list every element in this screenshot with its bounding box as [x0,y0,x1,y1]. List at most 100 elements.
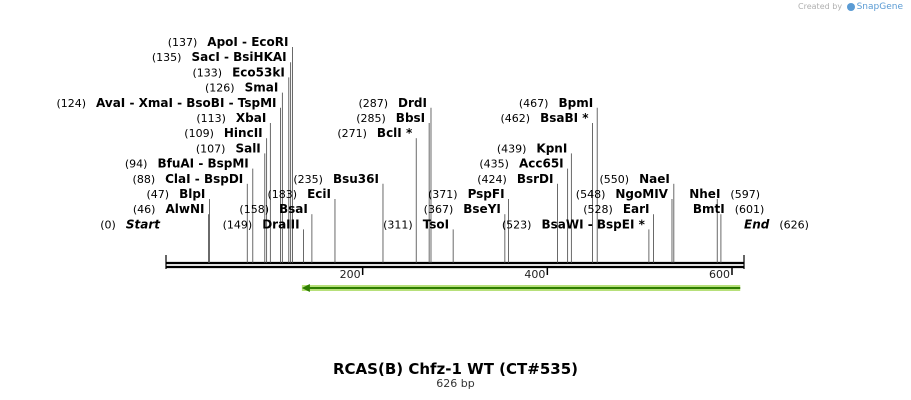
enzyme-name: XbaI [236,111,266,125]
enzyme-name: TsoI [423,217,449,231]
enzyme-name: BsaWI - BspEI * [541,217,645,231]
enzyme-position: (311) [383,218,413,231]
enzyme-label: (46) AlwNI [133,202,205,216]
credit-brand: SnapGene [856,2,903,12]
enzyme-label: (109) HincII [184,126,262,140]
enzyme-position: (149) [223,218,253,231]
enzyme-label: BmtI (601) [693,202,764,216]
enzyme-label: (133) Eco53kI [193,65,285,79]
enzyme-name: Acc65I [519,157,564,171]
enzyme-label: (523) BsaWI - BspEI * [502,217,646,231]
enzyme-position: (287) [358,97,388,110]
map-title: RCAS(B) Chfz-1 WT (CT#535) [333,360,578,378]
enzyme-position: (94) [125,158,148,171]
ruler-tick-label: 200 [340,268,361,281]
enzyme-name: End [744,217,770,231]
enzyme-name: NaeI [639,172,670,186]
enzyme-position: (467) [519,97,549,110]
enzyme-position: (0) [100,218,116,231]
ruler-tick-label: 600 [709,268,730,281]
enzyme-name: NgoMIV [615,187,668,201]
enzyme-position: (439) [497,142,527,155]
enzyme-position: (626) [779,218,809,231]
enzyme-name: HincII [224,126,263,140]
ruler-tick-label: 400 [524,268,545,281]
enzyme-position: (46) [133,203,156,216]
enzyme-position: (435) [479,158,509,171]
enzyme-label: (135) SacI - BsiHKAI [152,50,287,64]
enzyme-label: (467) BpmI [519,96,593,110]
enzyme-label: (88) ClaI - BspDI [133,172,244,186]
enzyme-name: NheI [689,187,720,201]
enzyme-name: EarI [623,202,650,216]
enzyme-name: DrdI [398,96,427,110]
enzyme-name: BbsI [396,111,425,125]
enzyme-label: (47) BlpI [146,187,205,201]
enzyme-position: (88) [133,173,156,186]
enzyme-position: (47) [146,188,169,201]
enzyme-label: (158) BsaI [239,202,307,216]
enzyme-label: (548) NgoMIV [576,187,669,201]
enzyme-name: Bsu36I [333,172,379,186]
enzyme-label: (0)Start [100,217,161,231]
enzyme-position: (424) [477,173,507,186]
enzyme-position: (183) [267,188,297,201]
enzyme-name: BpmI [558,96,593,110]
enzyme-position: (113) [196,112,226,125]
enzyme-name: BmtI [693,202,725,216]
enzyme-label: (439)KpnI [497,141,568,155]
enzyme-label: (311) TsoI [383,217,449,231]
enzyme-label: (462) BsaBI * [501,111,590,125]
enzyme-label: (371)PspFI [428,187,505,201]
enzyme-label: (367)BseYI [424,202,501,216]
enzyme-label: (183) EciI [267,187,330,201]
enzyme-position: (271) [337,127,367,140]
enzyme-position: (158) [239,203,269,216]
enzyme-position: (285) [356,112,386,125]
enzyme-name: BsaI [279,202,308,216]
enzyme-name: AvaI - XmaI - BsoBI - TspMI [96,96,276,110]
enzyme-label: (271) BclI * [337,126,413,140]
enzyme-name: BsrDI [517,172,554,186]
enzyme-name: BfuAI - BspMI [157,157,248,171]
enzyme-label: (107)SalI [196,141,261,155]
enzyme-position: (462) [501,112,531,125]
enzyme-label: (137) ApoI - EcoRI [168,35,289,49]
enzyme-position: (523) [502,218,532,231]
enzyme-position: (597) [730,188,760,201]
enzyme-position: (137) [168,36,198,49]
enzyme-name: SmaI [245,81,279,95]
enzyme-position: (548) [576,188,606,201]
enzyme-position: (124) [56,97,86,110]
enzyme-name: Eco53kI [232,65,285,79]
enzyme-position: (109) [184,127,214,140]
enzyme-position: (135) [152,51,182,64]
enzyme-name: SacI - BsiHKAI [191,50,286,64]
enzyme-position: (550) [599,173,629,186]
enzyme-name: EciI [307,187,331,201]
enzyme-label: (113) XbaI [196,111,266,125]
enzyme-name: ApoI - EcoRI [207,35,288,49]
sequence-length: 626 bp [436,377,475,390]
enzyme-name: BclI * [377,126,413,140]
feature-arrow-head [301,284,310,292]
enzyme-label: (424) BsrDI [477,172,553,186]
enzyme-position: (367) [424,203,454,216]
snapgene-credit: Created by SnapGene [798,2,903,12]
enzyme-name: BlpI [179,187,205,201]
enzyme-position: (601) [735,203,765,216]
enzyme-position: (133) [193,66,223,79]
enzyme-label: (149) DraIII [223,217,300,231]
enzyme-label: (126)SmaI [205,81,278,95]
enzyme-label: End (626) [744,217,809,231]
enzyme-label: (124) AvaI - XmaI - BsoBI - TspMI [56,96,276,110]
enzyme-label: (235)Bsu36I [293,172,379,186]
enzyme-label: (94) BfuAI - BspMI [125,157,249,171]
enzyme-name: ClaI - BspDI [165,172,243,186]
enzyme-name: PspFI [468,187,505,201]
snapgene-logo-icon [846,2,855,11]
enzyme-name: AlwNI [165,202,204,216]
enzyme-label: (287) DrdI [358,96,427,110]
enzyme-name: DraIII [262,217,299,231]
enzyme-name: BsaBI * [540,111,589,125]
